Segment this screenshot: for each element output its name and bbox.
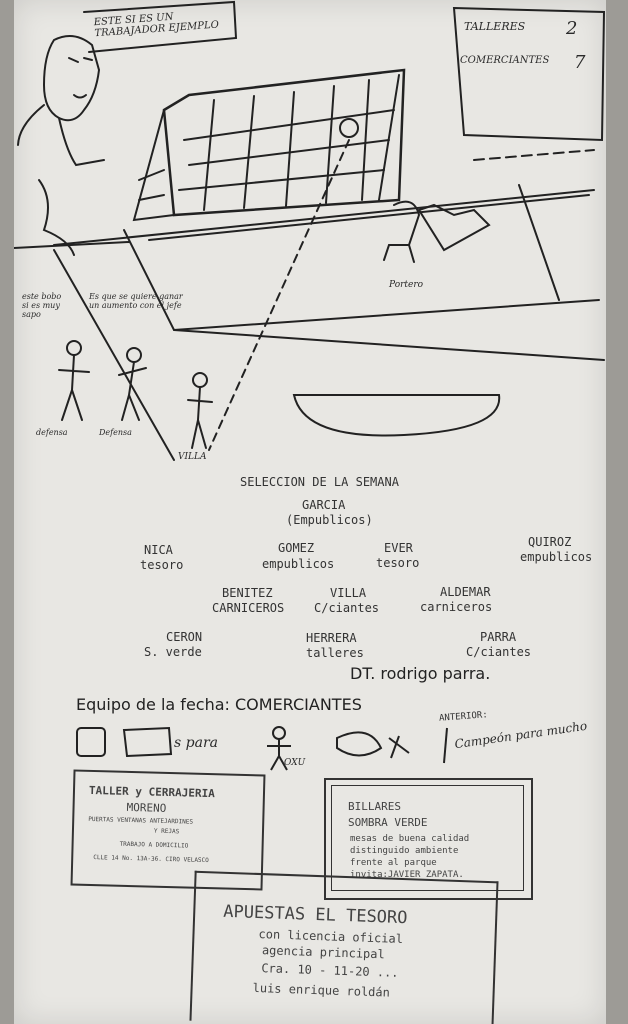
player-team: empublicos [262, 557, 335, 571]
billares-inner-frame [331, 785, 524, 891]
player-team: C/ciantes [314, 601, 380, 615]
portero-label: Portero [389, 280, 424, 290]
player-name: VILLA [330, 586, 367, 600]
player-name: BENITEZ [222, 586, 273, 600]
label-defensa-2: Defensa [99, 428, 132, 437]
taller-line1: PUERTAS VENTANAS ANTEJARDINES [88, 815, 194, 826]
team-of-day: Equipo de la fecha: COMERCIANTES [76, 695, 362, 714]
newspaper-page: ESTE SI ES UN TRABAJADOR EJEMPLO TALLERE… [14, 0, 606, 1024]
taller-title: TALLER y CERRAJERIA [88, 783, 215, 801]
player-name: CERON [166, 630, 203, 644]
player-team: C/ciantes [466, 645, 532, 659]
player-team: talleres [306, 646, 364, 660]
rebus-text-1: s para [174, 735, 218, 751]
scoreboard-team1: TALLERES [464, 20, 526, 33]
taller-name: MORENO [126, 800, 167, 815]
player-name: QUIROZ [528, 535, 572, 549]
billares-line2: distinguido ambiente [350, 846, 459, 856]
billares-line4: invita:JAVIER ZAPATA. [350, 870, 464, 880]
coach-name: DT. rodrigo parra. [350, 664, 491, 683]
player-name: EVER [384, 541, 413, 555]
billares-ad: BILLARES SOMBRA VERDE mesas de buena cal… [324, 778, 533, 900]
taller-line3: TRABAJO A DOMICILIO [119, 840, 189, 850]
taller-line2: Y REJAS [153, 827, 180, 836]
apuestas-title: APUESTAS EL TESORO [222, 901, 408, 929]
billares-title: BILLARES [348, 800, 401, 813]
player-name: PARRA [480, 630, 517, 644]
player-name: ALDEMAR [440, 585, 491, 599]
player-team: carniceros [420, 600, 493, 614]
apuestas-ad: APUESTAS EL TESORO con licencia oficial … [189, 870, 499, 1024]
soccer-cartoon [14, 0, 606, 461]
player-name: HERRERA [306, 631, 357, 645]
player-team: tesoro [140, 558, 184, 572]
label-villa: VILLA [178, 452, 207, 462]
scoreboard-score1: 2 [566, 18, 578, 39]
selection-title: SELECCION DE LA SEMANA [240, 475, 399, 489]
billares-line1: mesas de buena calidad [350, 834, 470, 844]
billares-line3: frente al parque [350, 858, 437, 868]
player-team: empublicos [520, 550, 593, 564]
player-team: S. verde [144, 645, 202, 659]
rebus-text-2: OXU [284, 758, 306, 768]
player-team: (Empublicos) [286, 513, 373, 527]
apuestas-line3: Cra. 10 - 11-20 ... [261, 961, 399, 980]
billares-name: SOMBRA VERDE [348, 816, 428, 829]
player-team: CARNICEROS [212, 601, 285, 615]
player-name: GARCIA [302, 498, 346, 512]
bubble-mid: Es que se quiere ganar un aumento con el… [89, 292, 183, 310]
scoreboard-team2: COMERCIANTES [460, 55, 550, 66]
scoreboard-score2: 7 [574, 52, 586, 73]
label-defensa-1: defensa [36, 428, 68, 437]
apuestas-line4: luis enrique roldán [252, 980, 391, 1000]
player-name: GOMEZ [278, 541, 315, 555]
player-team: tesoro [376, 556, 420, 570]
taller-line4: CLLE 14 No. 13A-36. CIRO VELASCO [93, 854, 209, 865]
player-name: NICA [144, 543, 173, 557]
bubble-left: este bobo si es muy sapo [22, 292, 62, 319]
apuestas-line2: agencia principal [261, 943, 385, 962]
rebus-drawing [76, 726, 448, 771]
